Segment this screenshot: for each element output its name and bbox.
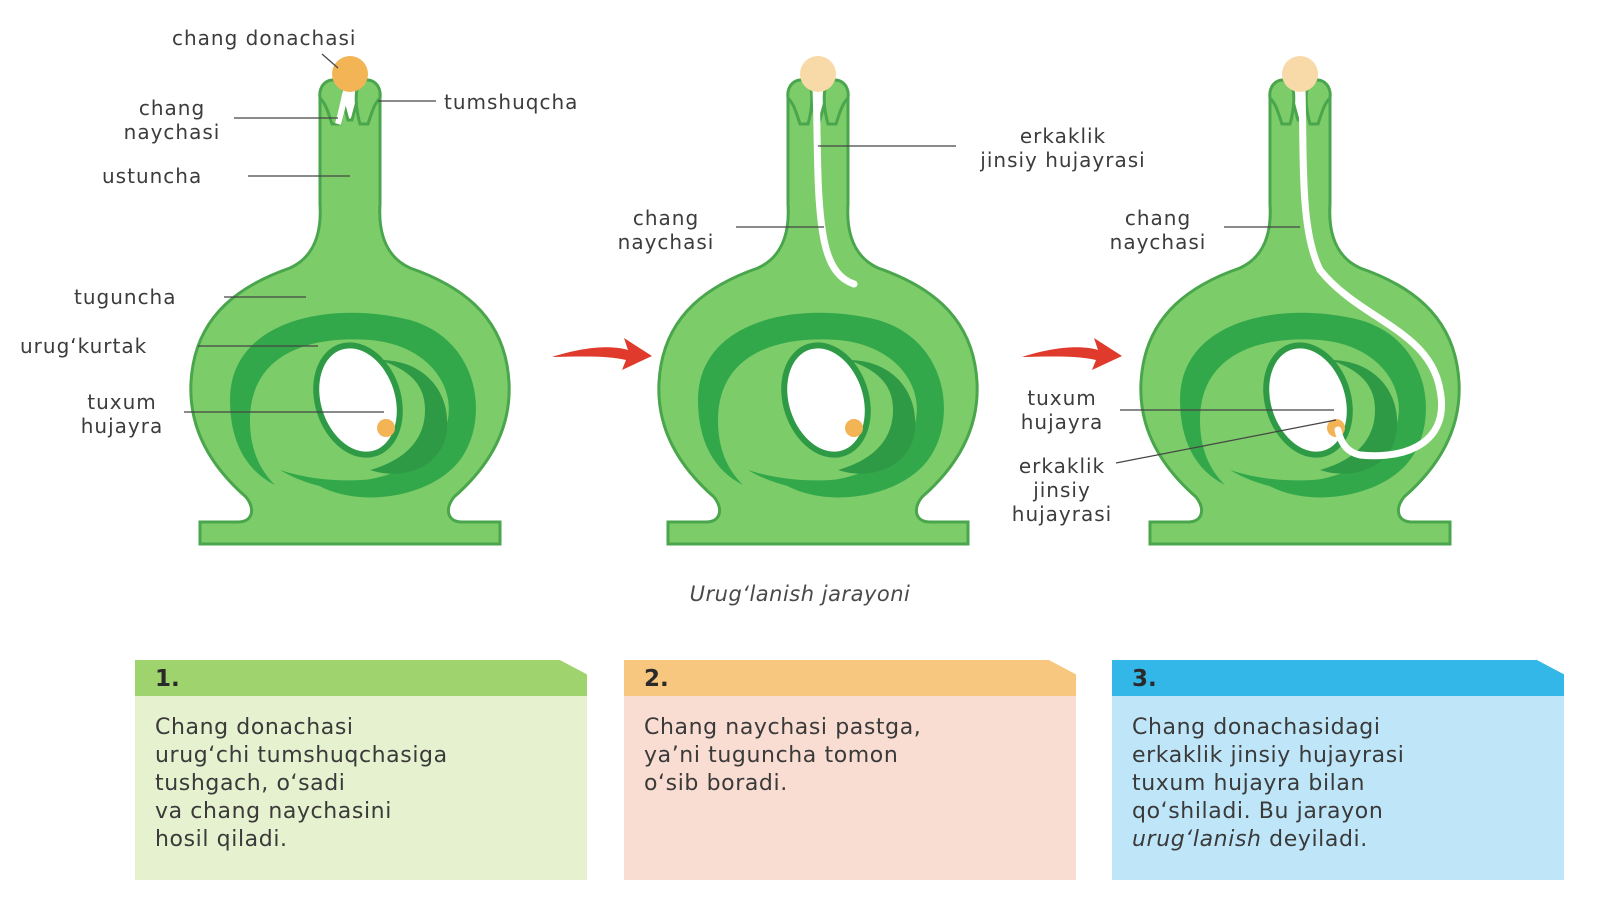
step-card-3-body: Chang donachasidagi erkaklik jinsiy huja… xyxy=(1112,696,1564,880)
label-sperm-3a: erkaklik xyxy=(1018,454,1106,478)
step-card-2-body: Chang naychasi pastga, ya’ni tuguncha to… xyxy=(624,696,1076,880)
step-text-line: o‘sib boradi. xyxy=(644,771,788,796)
emphasis-term: urug‘lanish xyxy=(1132,827,1262,852)
pistil-stage-2 xyxy=(659,56,977,544)
label-pollen-tube-2b: naychasi xyxy=(617,230,715,254)
arrow-right-2 xyxy=(1022,338,1122,370)
step-text-line: Chang donachasidagi xyxy=(1132,715,1381,740)
step-text-line: urug‘chi tumshuqchasiga xyxy=(155,743,448,768)
label-pollen-tube-1a: chang xyxy=(138,96,206,120)
label-pollen-tube-3a: chang xyxy=(1124,206,1192,230)
label-pollen-tube-1b: naychasi xyxy=(123,120,221,144)
label-pollen-tube-3b: naychasi xyxy=(1109,230,1207,254)
step-text-line: qo‘shiladi. Bu jarayon xyxy=(1132,799,1384,824)
label-style: ustuncha xyxy=(102,164,203,188)
pistil-stage-1 xyxy=(191,56,509,544)
step-card-3: 3. Chang donachasidagi erkaklik jinsiy h… xyxy=(1112,660,1564,880)
step-text-line: erkaklik jinsiy hujayrasi xyxy=(1132,743,1405,768)
label-pollen-grain: chang donachasi xyxy=(172,26,357,50)
step-number: 2. xyxy=(644,666,669,692)
step-number: 3. xyxy=(1132,666,1157,692)
step-text-line: tushgach, o‘sadi xyxy=(155,771,346,796)
label-egg-1b: hujayra xyxy=(80,414,164,438)
label-egg-3b: hujayra xyxy=(1020,410,1104,434)
label-sperm-2b: jinsiy hujayrasi xyxy=(980,148,1146,172)
step-card-1-body: Chang donachasi urug‘chi tumshuqchasiga … xyxy=(135,696,587,880)
step-text-rest: deyiladi. xyxy=(1261,827,1368,852)
label-sperm-2a: erkaklik xyxy=(1019,124,1107,148)
label-stigma: tumshuqcha xyxy=(444,90,579,114)
step-text-line: va chang naychasini xyxy=(155,799,392,824)
fertilization-diagram: chang donachasi chang naychasi tumshuqch… xyxy=(20,26,1600,600)
step-text-line: Chang naychasi pastga, xyxy=(644,715,922,740)
label-egg-3a: tuxum xyxy=(1027,386,1097,410)
step-card-1-header: 1. xyxy=(135,660,587,696)
step-text-line: ya’ni tuguncha tomon xyxy=(644,743,899,768)
label-ovary: tuguncha xyxy=(74,285,177,309)
diagram-caption: Urug‘lanish jarayoni xyxy=(689,582,911,606)
label-pollen-tube-2a: chang xyxy=(632,206,700,230)
label-sperm-3b: jinsiy xyxy=(1033,478,1091,502)
label-sperm-3c: hujayrasi xyxy=(1011,502,1113,526)
label-ovule: urug‘kurtak xyxy=(20,334,148,358)
step-text-line-last: urug‘lanish deyiladi. xyxy=(1132,826,1546,854)
step-card-1: 1. Chang donachasi urug‘chi tumshuqchasi… xyxy=(135,660,587,880)
step-text-line: tuxum hujayra bilan xyxy=(1132,771,1365,796)
step-card-2-header: 2. xyxy=(624,660,1076,696)
step-card-3-header: 3. xyxy=(1112,660,1564,696)
step-text-line: hosil qiladi. xyxy=(155,827,288,852)
pistil-stage-3 xyxy=(1141,56,1459,544)
arrow-right-1 xyxy=(552,338,652,370)
pollen-grain xyxy=(332,56,368,92)
step-card-2: 2. Chang naychasi pastga, ya’ni tuguncha… xyxy=(624,660,1076,880)
label-egg-1a: tuxum xyxy=(87,390,157,414)
step-number: 1. xyxy=(155,666,180,692)
step-text-line: Chang donachasi xyxy=(155,715,354,740)
diagram-svg xyxy=(184,53,1600,600)
